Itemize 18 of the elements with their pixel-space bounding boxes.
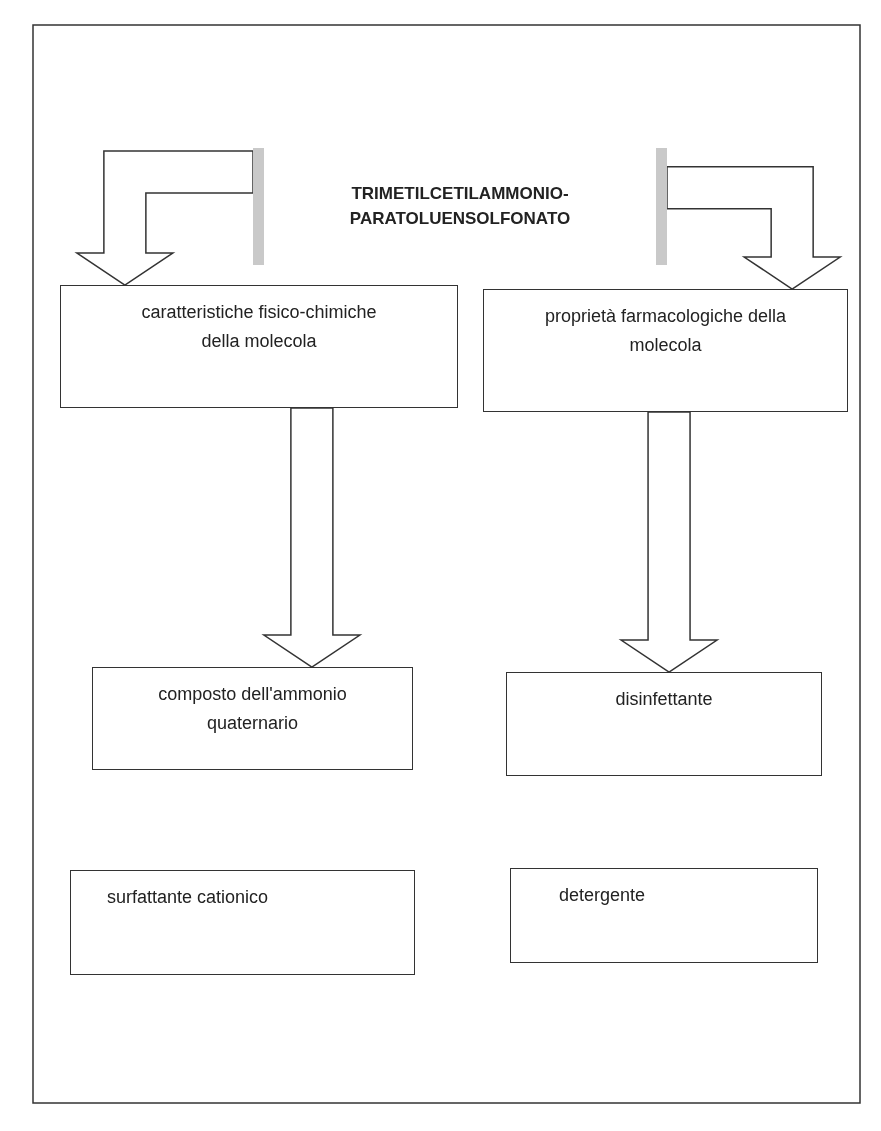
block-arrow — [618, 411, 720, 673]
block-arrow — [261, 407, 363, 668]
box-text: caratteristiche fisico-chimiche della molecola — [140, 301, 378, 353]
block-arrow — [74, 150, 254, 286]
category-box — [483, 289, 848, 412]
box-text: proprietà farmacologiche della molecola — [543, 305, 788, 357]
box-text: disinfettante — [614, 688, 714, 711]
property-box — [510, 868, 818, 963]
box-text: composto dell'ammonio quaternario — [157, 683, 348, 735]
box-text: detergente — [559, 884, 647, 907]
title-band — [253, 148, 667, 265]
property-box — [506, 672, 822, 776]
title-text: TRIMETILCETILAMMONIO- PARATOLUENSOLFONATO — [348, 182, 572, 230]
property-box — [70, 870, 415, 975]
category-box — [60, 285, 458, 408]
box-text: surfattante cationico — [107, 886, 270, 909]
block-arrow — [666, 166, 843, 290]
property-box — [92, 667, 413, 770]
